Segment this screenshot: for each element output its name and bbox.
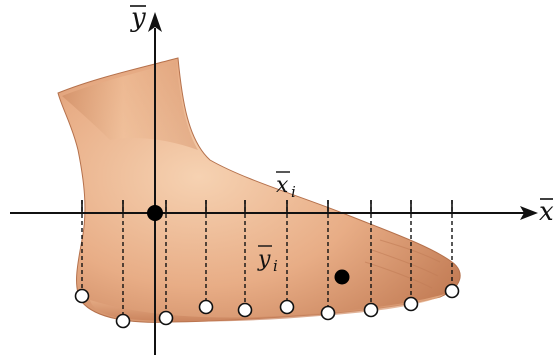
svg-text:y: y — [130, 3, 146, 33]
y-axis-label: y — [130, 3, 146, 33]
sample-point — [237, 302, 253, 318]
svg-text:x: x — [276, 173, 289, 198]
x-axis-label: x — [539, 197, 554, 227]
svg-text:i: i — [291, 183, 296, 201]
axes — [10, 28, 530, 355]
sample-point — [198, 299, 214, 315]
sample-point — [444, 283, 460, 299]
leg-highlight — [62, 62, 198, 150]
sample-point — [158, 310, 174, 326]
xi-label: x i — [276, 171, 296, 201]
svg-text:i: i — [273, 257, 278, 275]
y-axis-arrowhead — [148, 12, 162, 32]
sample-point — [279, 299, 295, 315]
x-axis-ticks — [81, 200, 453, 213]
sample-point — [363, 302, 379, 318]
sample-points — [74, 283, 460, 329]
yi-label: y i — [257, 245, 278, 275]
dashed-lines — [81, 200, 453, 320]
sample-point — [403, 296, 419, 312]
toes-detail — [364, 239, 441, 289]
origin-centroid-point — [147, 205, 163, 221]
sample-point — [115, 313, 131, 329]
sample-point — [320, 305, 336, 321]
foot-image — [57, 57, 461, 323]
x-axis-arrowhead — [520, 206, 538, 220]
centroid-point — [334, 269, 350, 285]
sample-point — [74, 288, 90, 304]
svg-text:y: y — [257, 247, 271, 272]
svg-text:x: x — [539, 197, 554, 227]
